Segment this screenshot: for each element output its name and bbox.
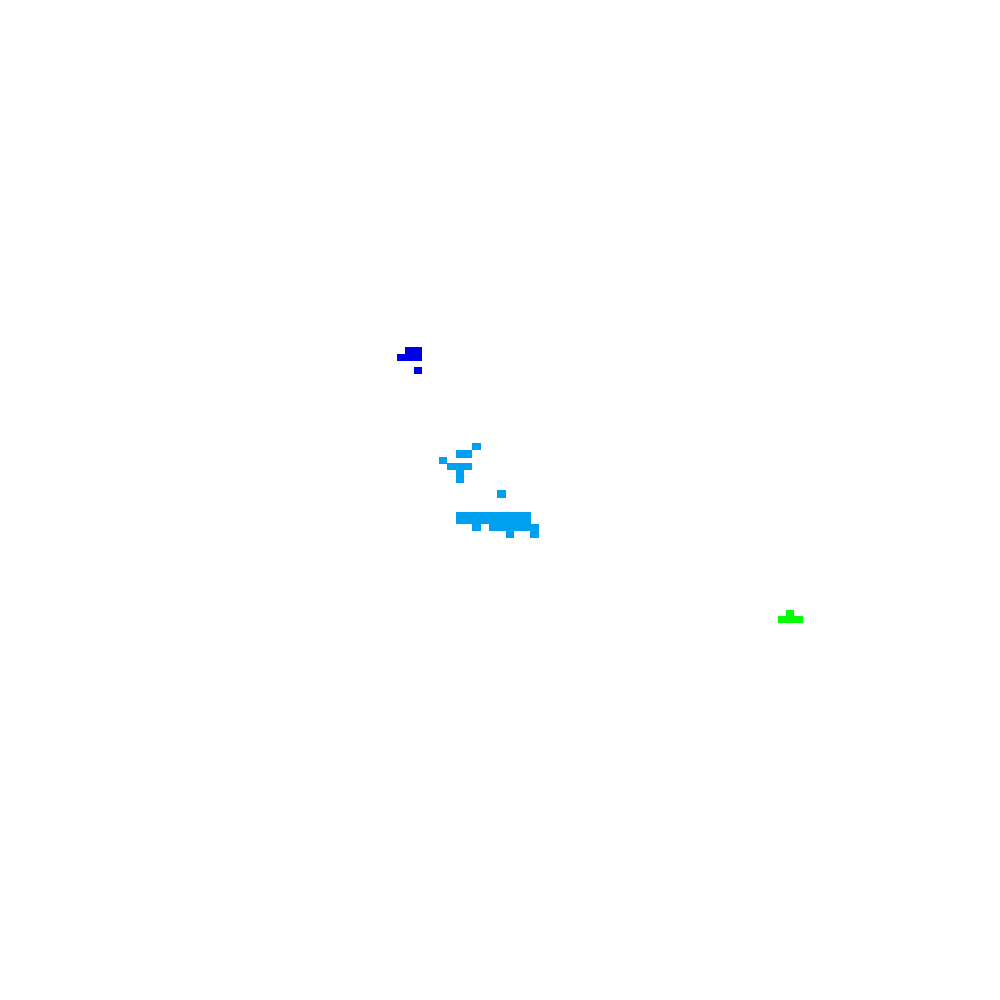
green-cluster-pixel-block xyxy=(786,610,794,617)
light-blue-cluster-pixel-block xyxy=(456,470,464,483)
light-blue-cluster xyxy=(439,443,539,538)
light-blue-cluster-pixel-block xyxy=(456,450,472,458)
light-blue-cluster-pixel-block xyxy=(456,518,531,524)
dark-blue-cluster-pixel-block xyxy=(414,367,422,374)
light-blue-cluster-pixel-block xyxy=(447,463,472,470)
light-blue-cluster-pixel-block xyxy=(530,530,539,538)
dark-blue-cluster-pixel-block xyxy=(405,347,422,355)
light-blue-cluster-pixel-block xyxy=(489,524,531,531)
light-blue-cluster-pixel-block xyxy=(472,443,481,450)
light-blue-cluster-pixel-block xyxy=(506,530,514,538)
dark-blue-cluster-pixel-block xyxy=(397,354,422,361)
light-blue-cluster-pixel-block xyxy=(497,490,506,498)
light-blue-cluster-pixel-block xyxy=(472,524,481,531)
green-cluster xyxy=(778,610,803,623)
light-blue-cluster-pixel-block xyxy=(439,457,447,464)
green-cluster-pixel-block xyxy=(778,616,803,623)
light-blue-cluster-pixel-block xyxy=(530,524,539,531)
dark-blue-cluster xyxy=(397,347,422,374)
light-blue-cluster-pixel-block xyxy=(456,512,531,519)
